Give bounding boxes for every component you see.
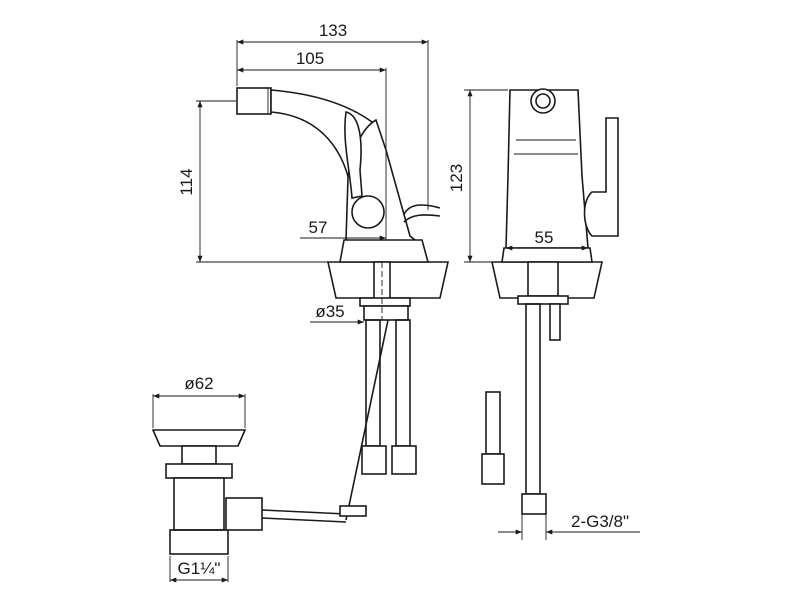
front-base	[501, 247, 593, 263]
dim-spout-height: 114	[177, 168, 196, 195]
dim-waste-diameter: ø62	[184, 374, 213, 393]
supply-hose-left-a	[365, 319, 381, 447]
side-view	[236, 87, 449, 521]
front-lever	[583, 117, 619, 237]
dim-body-width: 55	[535, 228, 554, 247]
waste-plug	[181, 445, 217, 465]
popup-pull-rod	[345, 319, 389, 521]
stud-bolt	[549, 303, 561, 341]
waste-thread	[169, 529, 229, 555]
lever-hub	[351, 195, 385, 229]
rod-clip	[339, 505, 367, 517]
dim-base-offset: 57	[309, 218, 328, 237]
supply-hose-left-b	[395, 319, 411, 447]
popup-rod-knob	[403, 204, 441, 215]
mixer-base	[339, 239, 430, 263]
front-shank	[527, 261, 559, 297]
supply-hose-right-b	[485, 391, 501, 455]
dim-total-height: 123	[447, 164, 466, 192]
pivot-housing	[225, 497, 263, 531]
front-view	[481, 88, 619, 515]
dim-supply-thread: 2-G3/8"	[571, 512, 629, 531]
dimension-lines: 133 105 114 57 ø35 123 55 ø62 G1¼"	[152, 21, 640, 583]
hose-nut-right-b	[481, 453, 505, 485]
dim-shank-diameter: ø35	[315, 302, 344, 321]
popup-waste	[151, 429, 367, 555]
waste-flange	[151, 429, 247, 447]
hose-nut-right-a	[521, 493, 547, 515]
dim-overall-length: 133	[319, 21, 347, 40]
dim-waste-thread: G1¼"	[178, 559, 221, 578]
fixing-plate	[359, 297, 411, 307]
waste-body	[173, 477, 225, 531]
dim-spout-reach: 105	[296, 49, 324, 68]
supply-hose-right	[525, 303, 541, 495]
pivot-rod	[261, 509, 347, 515]
hose-nut-left-b	[391, 445, 417, 475]
front-body	[505, 89, 589, 249]
waste-nut	[165, 463, 233, 479]
spout-outlet	[236, 87, 272, 115]
hose-nut-left-a	[361, 445, 387, 475]
lever-handle	[344, 111, 363, 199]
